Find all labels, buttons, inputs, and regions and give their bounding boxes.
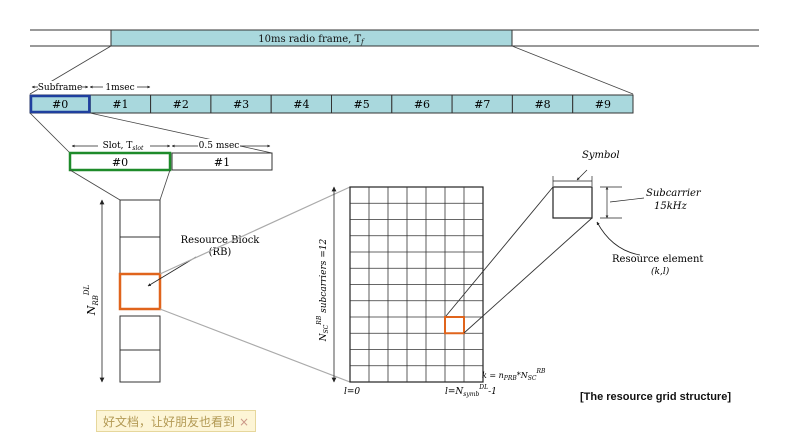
subframe-9-label: #9 bbox=[595, 98, 611, 111]
subcarrier-label: Subcarrier bbox=[646, 188, 702, 199]
subframe-label: Subframe bbox=[38, 83, 83, 93]
slot-label: Slot, Tslot bbox=[103, 141, 144, 152]
share-note-text: 好文档，让好朋友也看到 bbox=[103, 415, 236, 429]
radio-frame-label: 10ms radio frame, Tf bbox=[258, 34, 365, 46]
subframe-annotation: Subframe 1msec bbox=[31, 81, 151, 93]
symbol-label: Symbol bbox=[582, 150, 620, 161]
slot-zoom-lines bbox=[69, 169, 171, 201]
svg-text:Resource Block: Resource Block bbox=[181, 235, 261, 246]
slot-row: #0 #1 bbox=[68, 151, 273, 172]
caption: [The resource grid structure] bbox=[580, 391, 731, 403]
slot-0-label: #0 bbox=[112, 156, 128, 169]
slot-1 bbox=[171, 152, 273, 171]
subframe-row: #0 #1 #2 #3 #4 #5 #6 #7 #8 #9 bbox=[29, 94, 634, 114]
subcarrier-count-label: NSCRB subcarriers =12 bbox=[316, 238, 330, 342]
subframe-0-label: #0 bbox=[52, 98, 68, 111]
rb-column bbox=[119, 199, 161, 383]
resource-element-detail: Symbol Subcarrier 15kHz Resource element… bbox=[552, 150, 703, 277]
slot-1-label: #1 bbox=[214, 156, 230, 169]
resource-element-highlight bbox=[444, 316, 465, 335]
resource-grid bbox=[349, 186, 484, 383]
rb-zoom-lines bbox=[159, 186, 351, 383]
nrb-label: NRBDL bbox=[83, 284, 100, 316]
radio-frame-bar: 10ms radio frame, Tf bbox=[30, 29, 759, 47]
resource-block-label: Resource Block (RB) bbox=[147, 235, 261, 287]
close-icon[interactable]: × bbox=[239, 415, 250, 429]
subframe-3-label: #3 bbox=[233, 98, 249, 111]
share-note-banner[interactable]: 好文档，让好朋友也看到× bbox=[96, 410, 256, 432]
subcarrier-dimension: NSCRB subcarriers =12 bbox=[316, 186, 337, 383]
subframe-5-label: #5 bbox=[354, 98, 370, 111]
resource-element-box bbox=[552, 186, 593, 219]
subframe-4-label: #4 bbox=[293, 98, 309, 111]
resource-element-label: Resource element bbox=[612, 254, 703, 265]
k-formula-label: k = nPRB*NSCRB bbox=[482, 368, 546, 382]
subframe-7-label: #7 bbox=[474, 98, 490, 111]
subframe-0-highlight bbox=[29, 94, 91, 114]
element-zoom-lines bbox=[445, 186, 593, 334]
l-start-label: l=0 bbox=[344, 387, 360, 397]
radio-frame-block bbox=[110, 29, 513, 47]
subframe-2-label: #2 bbox=[173, 98, 189, 111]
subframe-1-label: #1 bbox=[112, 98, 128, 111]
subcarrier-spacing-label: 15kHz bbox=[654, 201, 688, 212]
slot-annotation: Slot, Tslot 0.5 msec bbox=[71, 139, 271, 152]
slot-duration-label: 0.5 msec bbox=[199, 141, 240, 151]
nrb-dimension: NRBDL bbox=[83, 199, 105, 383]
resource-block-highlight bbox=[118, 272, 162, 311]
resource-element-index: (k,l) bbox=[651, 266, 670, 277]
subframe-duration-label: 1msec bbox=[105, 83, 134, 93]
subframe-8-label: #8 bbox=[534, 98, 550, 111]
subframe-6-label: #6 bbox=[414, 98, 430, 111]
l-end-label: l=NsymbDL-1 bbox=[445, 384, 497, 398]
svg-text:(RB): (RB) bbox=[209, 247, 232, 258]
subframe-9 bbox=[572, 94, 634, 114]
slot-0 bbox=[68, 151, 172, 172]
